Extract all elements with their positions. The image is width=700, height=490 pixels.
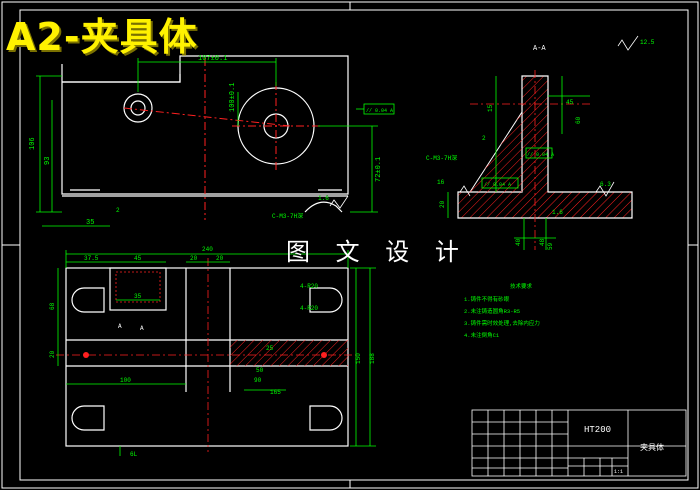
front-view-centerlines — [123, 58, 320, 220]
dim-right: 72±0.1 — [375, 157, 383, 182]
dim-6-3: 6.3 — [600, 181, 611, 188]
note-line-2: 2.未注铸造圆角R3-R5 — [464, 307, 520, 315]
dim-20-left-top: 20 — [49, 350, 56, 358]
section-mark-a: A — [118, 323, 122, 330]
section-hatched-body — [457, 75, 633, 219]
note-line-3: 3.铸件需时效处理,去除内应力 — [464, 319, 540, 327]
section-mark-a2: A — [140, 325, 144, 332]
dim-188: 188 — [369, 353, 376, 364]
scale-label: 1:1 — [614, 469, 623, 475]
dim-48: 48 — [539, 238, 546, 246]
dim-40: 40 — [515, 238, 522, 246]
dim-165: 165 — [270, 389, 281, 396]
tol-b-section: // 0.04 A — [527, 152, 554, 158]
watermark: 图 文 设 计 — [286, 238, 468, 266]
note-c-section: C-M3-7H深 — [426, 154, 457, 162]
dim-37-5: 37.5 — [84, 255, 99, 262]
top-view: 240 37.5 45 20 20 35 68 20 100 90 25 165… — [49, 246, 376, 458]
section-dimensions — [447, 76, 590, 250]
dim-bottom-left: 35 — [86, 219, 94, 227]
front-view-labels: 107±0.1 106 93 35 100±0.1 72±0.1 // 0.04… — [29, 55, 393, 227]
dim-68: 68 — [49, 302, 56, 310]
front-view-dimensions — [36, 58, 395, 227]
dim-height-left: 106 — [29, 137, 37, 150]
dim-4-r20-a: 4-R20 — [300, 283, 318, 290]
tolerance-frame: // 0.04 A — [366, 108, 393, 114]
note-2-section: 2 — [482, 135, 486, 142]
front-view: 107±0.1 106 93 35 100±0.1 72±0.1 // 0.04… — [29, 55, 395, 227]
note-line-1: 1.铸件不得有砂眼 — [464, 295, 510, 303]
dim-59: 59 — [547, 242, 554, 250]
top-view-hatch — [230, 340, 348, 366]
dim-25: 25 — [266, 345, 274, 352]
dim-35: 35 — [134, 293, 142, 300]
roughness-symbol-front — [329, 195, 349, 209]
section-view: A-A 12.5 45 60 15 — [426, 35, 655, 250]
dim-hole-v: 100±0.1 — [229, 83, 237, 112]
title-block-text: HT200 夹具体 1:1 — [584, 425, 664, 475]
part-name: 夹具体 — [640, 442, 664, 453]
drawing-title: A2-夹具体 — [6, 15, 198, 59]
dim-50: 50 — [256, 367, 264, 374]
dim-20-b: 20 — [216, 255, 224, 262]
notes-heading: 技术要求 — [510, 282, 533, 290]
title-block — [471, 409, 687, 477]
dim-90: 90 — [254, 377, 262, 384]
tol-a-section: // 0.04 A — [484, 182, 511, 188]
dim-bottom: 6L — [130, 451, 138, 458]
top-view-labels: 240 37.5 45 20 20 35 68 20 100 90 25 165… — [49, 246, 376, 458]
top-view-centerlines — [56, 258, 356, 452]
section-labels: 45 60 15 20 40 48 59 16 6.3 C-M3-7H深 2 /… — [426, 99, 611, 250]
front-view-outline — [61, 55, 349, 213]
dim-45: 45 — [566, 99, 574, 106]
top-view-dimensions — [57, 250, 376, 456]
top-view-red-holes — [83, 271, 327, 358]
dim-total: 240 — [202, 246, 213, 253]
note-2-front: 2 — [116, 207, 120, 214]
dim-4-r20-b: 4-R20 — [300, 305, 318, 312]
dim-top: 107±0.1 — [198, 55, 227, 63]
dim-60: 60 — [575, 116, 582, 124]
roughness-1-6-section: 1.6 — [552, 209, 563, 216]
section-title: A-A — [533, 45, 546, 53]
roughness-front: 1.6 — [318, 195, 329, 202]
technical-notes: 技术要求 1.铸件不得有砂眼 2.未注铸造圆角R3-R5 3.铸件需时效处理,去… — [464, 282, 540, 339]
dim-45-top: 45 — [134, 255, 142, 262]
roughness-corner: 12.5 — [617, 35, 655, 51]
note-line-4: 4.未注倒角C1 — [464, 331, 500, 339]
dim-20-left: 20 — [439, 200, 446, 208]
dim-height-inner: 93 — [44, 157, 52, 165]
note-c-front: C-M3-7H深 — [272, 212, 303, 220]
dim-150: 150 — [355, 353, 362, 364]
dim-100: 100 — [120, 377, 131, 384]
dim-16: 16 — [437, 179, 445, 186]
roughness-corner-value: 12.5 — [640, 39, 655, 46]
material-label: HT200 — [584, 425, 611, 435]
section-roughness-marks — [459, 181, 615, 197]
dim-20-a: 20 — [190, 255, 198, 262]
dim-15: 15 — [487, 104, 494, 112]
section-centerlines — [470, 70, 590, 250]
